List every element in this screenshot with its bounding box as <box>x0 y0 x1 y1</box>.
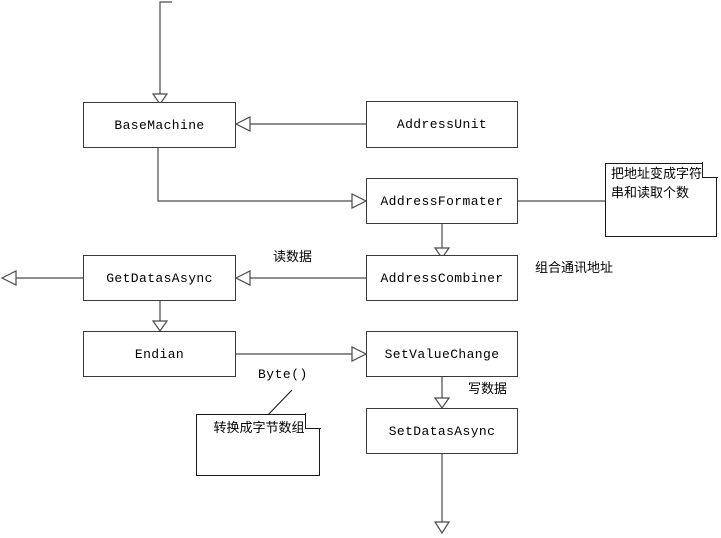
node-base-machine-label: BaseMachine <box>114 117 205 133</box>
note-address-format-body <box>605 163 717 237</box>
note-address-format: 把地址变成字符串和读取个数 <box>605 162 718 237</box>
arrowhead-addressformater <box>351 193 368 209</box>
node-endian[interactable]: Endian <box>83 331 236 377</box>
note-byte-array-text: 转换成字节数组 <box>213 421 305 436</box>
node-base-machine[interactable]: BaseMachine <box>83 102 236 148</box>
arrowhead-setvaluechange <box>351 346 368 362</box>
note-address-format-text: 把地址变成字符串和读取个数 <box>611 167 703 201</box>
node-address-unit-label: AddressUnit <box>396 117 488 132</box>
node-get-datas-async[interactable]: GetDatasAsync <box>83 255 236 301</box>
arrowhead-basemachine <box>234 116 251 132</box>
node-address-combiner-label: AddressCombiner <box>380 270 504 286</box>
note-byte-array-body <box>196 414 320 476</box>
node-address-formater[interactable]: AddressFormater <box>366 178 518 224</box>
node-set-datas-async[interactable]: SetDatasAsync <box>366 408 518 454</box>
arrowhead-setdatasasync <box>433 397 451 410</box>
edge-label-write-data: 写数据 <box>468 382 508 397</box>
node-endian-label: Endian <box>134 346 185 362</box>
node-set-value-change-label: SetValueChange <box>384 346 500 362</box>
note-byte-array: 转换成字节数组 <box>196 413 321 476</box>
note-fold-icon <box>305 413 321 429</box>
arrowhead-getdatasasync <box>234 270 251 286</box>
edge-entry-to-basemachine <box>159 1 172 94</box>
arrowhead-endian <box>151 320 169 333</box>
free-text-combine-comm-address: 组合通讯地址 <box>534 261 613 276</box>
arrowhead-external-bottom <box>433 521 451 535</box>
node-address-formater-label: AddressFormater <box>380 193 504 209</box>
node-set-value-change[interactable]: SetValueChange <box>366 331 518 377</box>
edge-label-read-data: 读数据 <box>273 250 313 265</box>
edge-basemachine-to-addressformater <box>157 148 352 202</box>
arrowhead-external-left <box>0 270 17 286</box>
node-address-combiner[interactable]: AddressCombiner <box>366 255 518 301</box>
node-address-unit[interactable]: AddressUnit <box>366 101 518 148</box>
node-get-datas-async-label: GetDatasAsync <box>106 270 213 286</box>
note-fold-icon <box>702 162 718 178</box>
node-set-datas-async-label: SetDatasAsync <box>388 423 496 439</box>
edge-label-byte-call: Byte() <box>258 367 308 382</box>
